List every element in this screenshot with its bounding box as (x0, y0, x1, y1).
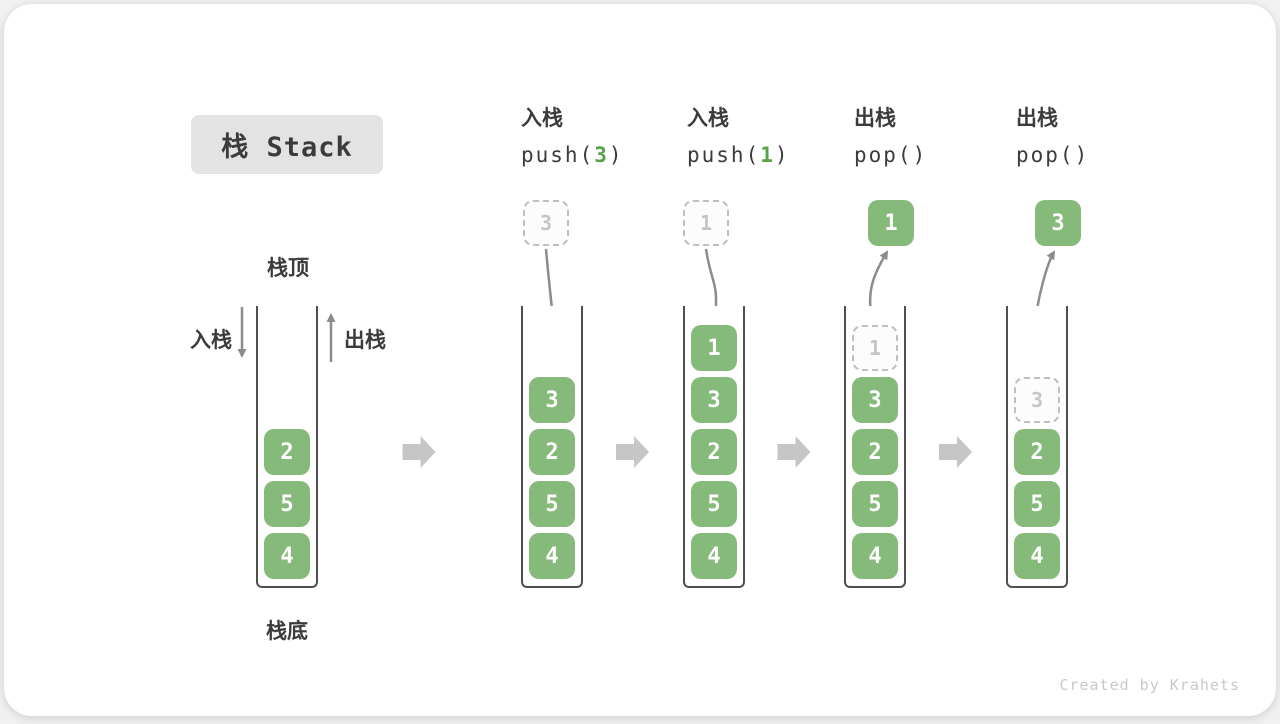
operation-argument: 1 (760, 143, 775, 167)
stack-cell: 2 (1014, 429, 1060, 475)
stack-cell: 3 (691, 377, 737, 423)
operation-code-part: pop() (854, 143, 928, 167)
stack-cell: 4 (852, 533, 898, 579)
operation-code-part: ) (608, 143, 624, 167)
popped-value-box: 1 (868, 200, 914, 246)
operation-label-code: pop() (854, 137, 927, 174)
operation-label-cn: 入栈 (521, 106, 563, 130)
stack-cell: 3 (852, 377, 898, 423)
operation-label: 入栈 push(3) (521, 100, 624, 174)
stack-cell: 5 (1014, 481, 1060, 527)
stack-cell: 3 (529, 377, 575, 423)
stack-cell: 4 (691, 533, 737, 579)
stack-cell: 5 (529, 481, 575, 527)
operation-label: 出栈 pop() (1016, 100, 1089, 174)
operation-code-part: ) (774, 143, 790, 167)
operation-code-part: push( (521, 143, 595, 167)
popped-value-box: 3 (1035, 200, 1081, 246)
operation-label-code: push(1) (687, 137, 790, 174)
stack-cell: 2 (529, 429, 575, 475)
operation-code-part: push( (687, 143, 761, 167)
stage-transition-arrow (777, 436, 811, 468)
operation-label-code: pop() (1016, 137, 1089, 174)
stack-cell: 5 (264, 481, 310, 527)
push-side-label: 入栈 (190, 328, 232, 352)
stack-top-label: 栈顶 (267, 256, 309, 280)
stack-cell: 5 (852, 481, 898, 527)
operation-code-part: pop() (1016, 143, 1090, 167)
stack-cell: 5 (691, 481, 737, 527)
incoming-value-box: 3 (523, 200, 569, 246)
operation-label-code: push(3) (521, 137, 624, 174)
pop-side-label: 出栈 (344, 328, 386, 352)
operation-label-cn: 出栈 (854, 106, 896, 130)
operation-label: 入栈 push(1) (687, 100, 790, 174)
stage-transition-arrow (939, 436, 972, 468)
stage-transition-arrow (402, 436, 436, 468)
stack-cell: 2 (691, 429, 737, 475)
stack-cell: 2 (264, 429, 310, 475)
stack-cell: 1 (691, 325, 737, 371)
operation-label-cn: 出栈 (1016, 106, 1058, 130)
incoming-value-box: 1 (683, 200, 729, 246)
operation-label-cn: 入栈 (687, 106, 729, 130)
credit-text: Created by Krahets (1059, 676, 1240, 694)
operation-label: 出栈 pop() (854, 100, 927, 174)
stack-cell: 4 (264, 533, 310, 579)
title-text: 栈 Stack (221, 132, 353, 163)
stack-cell: 4 (529, 533, 575, 579)
stack-cell: 4 (1014, 533, 1060, 579)
title-badge: 栈 Stack (191, 115, 383, 174)
stack-bottom-label: 栈底 (266, 619, 308, 643)
operation-argument: 3 (594, 143, 609, 167)
stack-cell-ghost: 3 (1014, 377, 1060, 423)
stack-cell-ghost: 1 (852, 325, 898, 371)
stage-transition-arrow (616, 436, 649, 468)
stack-cell: 2 (852, 429, 898, 475)
